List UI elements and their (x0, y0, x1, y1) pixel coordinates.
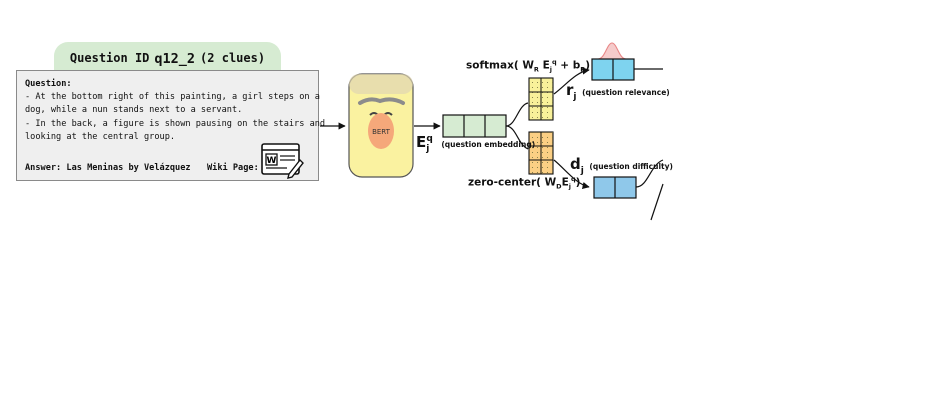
difficulty-formula: zero-center( WDEjq) (468, 175, 581, 191)
bert-model: BERT (348, 73, 414, 178)
answer-text: Answer: Las Meninas by Velázquez (25, 163, 191, 173)
bert-label: BERT (372, 128, 391, 136)
question-id-value: q12_2 (154, 51, 196, 67)
difficulty-label: dj (question difficulty) (570, 155, 673, 177)
question-line: looking at the central group. (25, 131, 176, 142)
relevance-output-vector (591, 42, 663, 81)
question-line: - In the back, a figure is shown pausing… (25, 118, 326, 129)
relevance-formula: softmax( WR Ejq + bR) (466, 58, 591, 74)
difficulty-output-vector (593, 159, 664, 221)
question-line: - At the bottom right of this painting, … (25, 92, 320, 103)
difficulty-weight-matrix (528, 131, 554, 175)
wiki-page-icon[interactable]: W (261, 143, 304, 179)
question-id-prefix: Question ID (69, 51, 150, 65)
question-heading: Question: (25, 79, 72, 89)
relevance-label: rj (question relevance) (566, 81, 670, 103)
relevance-weight-matrix (528, 77, 554, 121)
question-id-clues: (2 clues) (200, 51, 266, 65)
wiki-icon-letter: W (267, 156, 277, 166)
wiki-page-label: Wiki Page: (207, 163, 259, 173)
question-card: Question: - At the bottom right of this … (16, 70, 326, 181)
question-line: dog, while a nun stands next to a servan… (25, 105, 243, 116)
embedding-label: Ejq (question embedding) (416, 133, 536, 155)
